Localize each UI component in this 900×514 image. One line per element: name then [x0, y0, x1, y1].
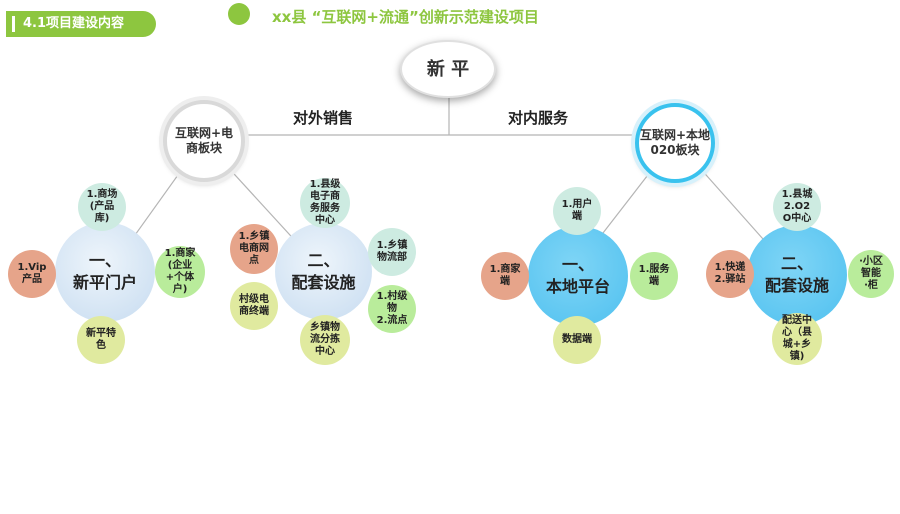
node-village-terminal: 村级电 商终端: [230, 282, 278, 330]
branch-label-left: 对外销售: [293, 109, 354, 127]
node-vip: 1.Vip 产品: [8, 250, 56, 298]
node-merchant-left: 1.商家 (企业 +个体 户): [155, 246, 205, 298]
branch-label-right: 对内服务: [508, 109, 569, 127]
node-express-station: 1.快递 2.驿站: [706, 250, 754, 298]
section-tag: 4.1项目建设内容: [6, 11, 156, 37]
hub-ecommerce: 互联网+电 商板块: [163, 100, 245, 182]
node-sorting-center: 乡镇物 流分拣 中心: [300, 315, 350, 365]
node-data-end: 数据端: [553, 316, 601, 364]
node-mall: 1.商场 (产品 库): [78, 183, 126, 231]
title-dot: [228, 3, 250, 25]
node-user-end: 1.用户 端: [553, 187, 601, 235]
node-distribution-center: 配送中 心（县 城+乡 镇): [772, 313, 822, 365]
node-smart-locker: ·小区 智能 ·柜: [848, 250, 894, 298]
node-o2o-center: 1.县城 2.O2 O中心: [773, 183, 821, 231]
node-service-end: 1.服务 端: [630, 252, 678, 300]
node-town-ecom: 1.乡镇 电商网 点: [230, 224, 278, 274]
node-feature: 新平特 色: [77, 316, 125, 364]
page-title: xx县 “互联网+流通”创新示范建设项目: [272, 8, 539, 26]
node-facility-right: 二、 配套设施: [747, 225, 847, 325]
node-village-logistics: 1.村级 物 2.流点: [368, 285, 416, 333]
node-town-logistics: 1.乡镇 物流部: [368, 228, 416, 276]
node-county-center: 1.县级 电子商 务服务 中心: [300, 178, 350, 228]
node-portal: 一、 新平门户: [55, 222, 155, 322]
hub-o2o: 互联网+本地 020板块: [635, 103, 715, 183]
node-facility-left: 二、 配套设施: [275, 223, 372, 320]
tag-bar: [12, 16, 15, 32]
node-platform: 一、 本地平台: [528, 226, 628, 326]
root-node: 新 平: [400, 40, 496, 98]
node-merchant-end: 1.商家 端: [481, 252, 529, 300]
section-tag-label: 4.1项目建设内容: [23, 16, 125, 31]
